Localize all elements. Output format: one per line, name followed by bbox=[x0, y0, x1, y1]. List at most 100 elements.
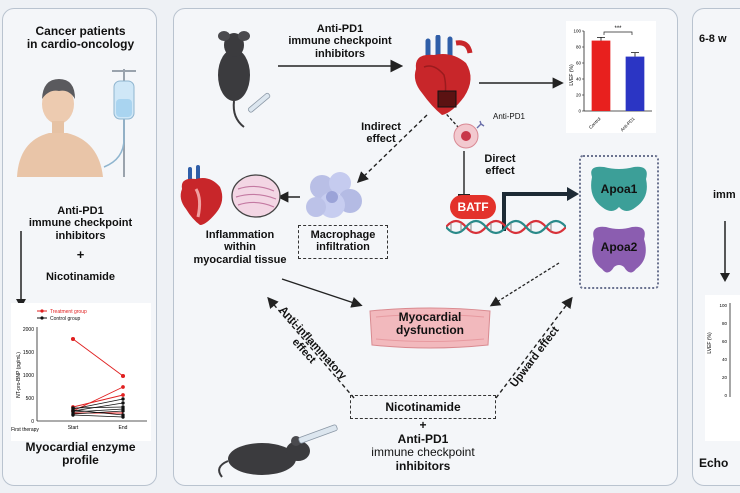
significance-bracket bbox=[603, 31, 633, 35]
caption-line-2: profile bbox=[62, 453, 99, 468]
indirect-line-1: Indirect bbox=[361, 121, 401, 133]
right-caption: Echo bbox=[699, 456, 729, 470]
direct-effect-label: Direct effect bbox=[470, 153, 530, 178]
bar-chart-tick-label: 80 bbox=[576, 45, 582, 50]
top-drug-line-3: inhibitors bbox=[314, 47, 366, 60]
bottom-drug-line-3: inhibitors bbox=[395, 458, 451, 473]
heart-illustration bbox=[414, 35, 473, 115]
title-line-2: in cardio-oncology bbox=[26, 37, 135, 52]
mini-chart-ylabel: NT-pro-BNP (pg/mL) bbox=[16, 352, 22, 398]
dysfunction-label: Myocardial dysfunction bbox=[366, 310, 494, 338]
left-drug-line-2: immune checkpoint bbox=[28, 217, 133, 230]
rtick-20: 20 bbox=[722, 375, 728, 380]
indirect-effect-label: Indirect effect bbox=[346, 121, 416, 146]
batf-badge: BATF bbox=[450, 195, 496, 219]
arrow-anti-inflammatory bbox=[267, 296, 355, 399]
ytick-500: 500 bbox=[26, 396, 35, 402]
inflammation-label: Inflammation within myocardial tissue bbox=[176, 229, 304, 266]
bar-chart-tick-label: 40 bbox=[576, 77, 582, 82]
error-bar bbox=[631, 52, 639, 57]
mouse-bottom-icon bbox=[218, 424, 338, 478]
mouse-top-icon bbox=[218, 31, 271, 128]
right-mid-text: imm bbox=[713, 189, 736, 201]
bar-chart-tick-label: 100 bbox=[573, 29, 581, 34]
left-down-arrow bbox=[16, 231, 26, 308]
bottom-drug-line-2: immune checkpoint bbox=[371, 445, 475, 460]
mini-chart-legend: Treatment group Control group bbox=[37, 309, 87, 322]
mini-chart-yticks: 0 500 1000 1500 2000 bbox=[23, 327, 34, 425]
direct-line-1: Direct bbox=[484, 153, 516, 165]
legend-control: Control group bbox=[50, 316, 81, 322]
ytick-0: 0 bbox=[31, 419, 34, 425]
macrophage-box: Macrophage infiltration bbox=[298, 225, 388, 259]
rtick-0: 0 bbox=[724, 393, 727, 398]
xtick-end: End bbox=[119, 425, 128, 431]
bottom-drug-line-1: Anti-PD1 bbox=[397, 432, 449, 446]
bottom-drug-label: Anti-PD1 immune checkpoint inhibitors bbox=[350, 432, 496, 473]
right-chart-partial: LVEF (%) 100 80 60 40 20 0 bbox=[705, 295, 740, 441]
line-heart-to-cell bbox=[439, 106, 459, 128]
rtick-40: 40 bbox=[722, 357, 728, 362]
right-top-text: 6-8 w bbox=[699, 33, 727, 45]
left-drug-line-1: Anti-PD1 bbox=[57, 205, 104, 217]
left-drug-label: Anti-PD1 immune checkpoint inhibitors bbox=[3, 205, 158, 242]
significance-label: *** bbox=[614, 26, 622, 32]
enzyme-line-chart: Treatment group Control group 0 500 1000… bbox=[11, 303, 151, 441]
error-bar bbox=[597, 37, 605, 41]
direct-line-2: effect bbox=[485, 165, 515, 178]
apoa-box bbox=[579, 155, 659, 289]
macrophage-line-2: infiltration bbox=[316, 241, 370, 254]
bar-chart-tick-label: 0 bbox=[578, 109, 581, 114]
right-down-arrow bbox=[720, 221, 730, 282]
bar-anti-pd1 bbox=[625, 56, 645, 111]
apoa1-label: Apoa1 bbox=[600, 182, 638, 196]
right-panel: 6-8 w imm LVEF (%) 100 80 60 40 20 0 Ech… bbox=[692, 8, 740, 486]
apoa2-label: Apoa2 bbox=[600, 240, 638, 254]
indirect-line-2: effect bbox=[366, 133, 396, 146]
bottom-plus: + bbox=[419, 418, 427, 432]
right-chart-ylabel: LVEF (%) bbox=[707, 332, 713, 354]
arrow-batf-to-apoa bbox=[502, 192, 569, 231]
left-nicotinamide: Nicotinamide bbox=[45, 271, 116, 283]
anti-pd1-small-label: Anti-PD1 bbox=[492, 112, 525, 121]
top-drug-label: Anti-PD1 immune checkpoint inhibitors bbox=[270, 23, 410, 60]
bar-chart-bars bbox=[591, 37, 645, 111]
rtick-60: 60 bbox=[722, 339, 728, 344]
patient-with-iv-illustration bbox=[17, 69, 136, 177]
top-drug-line-1: Anti-PD1 bbox=[316, 23, 364, 35]
center-panel: Anti-PD1 immune checkpoint inhibitors LV… bbox=[173, 8, 678, 486]
dysfunction-banner bbox=[369, 307, 491, 349]
inflammation-line-1: Inflammation bbox=[205, 229, 275, 241]
arrow-indirect-effect bbox=[356, 114, 428, 183]
ytick-1500: 1500 bbox=[23, 350, 34, 356]
inflammation-line-2: within bbox=[224, 241, 256, 254]
legend-treatment: Treatment group bbox=[50, 309, 87, 315]
immune-cell-icon bbox=[453, 120, 485, 149]
macrophage-line-1: Macrophage bbox=[310, 229, 376, 241]
center-connectors bbox=[267, 59, 579, 399]
left-panel: Cancer patients in cardio-oncology Anti-… bbox=[2, 8, 157, 486]
bar-chart-ylabel: LVEF (%) bbox=[569, 64, 575, 86]
xtick-start: Start bbox=[68, 425, 79, 431]
caption-line-1: Myocardial enzyme bbox=[25, 440, 136, 454]
arrow-inflammation-to-dysfunction bbox=[281, 278, 363, 308]
ytick-1000: 1000 bbox=[23, 373, 34, 379]
bar-chart-tick-label: 60 bbox=[576, 61, 582, 66]
left-caption: Myocardial enzyme profile bbox=[3, 440, 158, 468]
mini-chart-xticks: First therapy Start End bbox=[11, 425, 128, 433]
left-panel-title: Cancer patients in cardio-oncology bbox=[3, 24, 158, 52]
control-series bbox=[71, 397, 125, 419]
title-line-1: Cancer patients bbox=[35, 24, 126, 38]
rtick-100: 100 bbox=[719, 303, 727, 308]
myocardial-tissue-icon bbox=[231, 174, 281, 218]
top-drug-line-2: immune checkpoint bbox=[288, 35, 392, 48]
left-plus: + bbox=[76, 247, 85, 262]
right-chart-yticks: 100 80 60 40 20 0 bbox=[719, 303, 727, 398]
bar-control bbox=[591, 40, 611, 111]
apoa1-protein-icon bbox=[591, 166, 647, 211]
inflammation-line-3: myocardial tissue bbox=[193, 253, 287, 266]
dysfunction-line-2: dysfunction bbox=[396, 323, 464, 338]
xtick-first: First therapy bbox=[11, 427, 39, 433]
